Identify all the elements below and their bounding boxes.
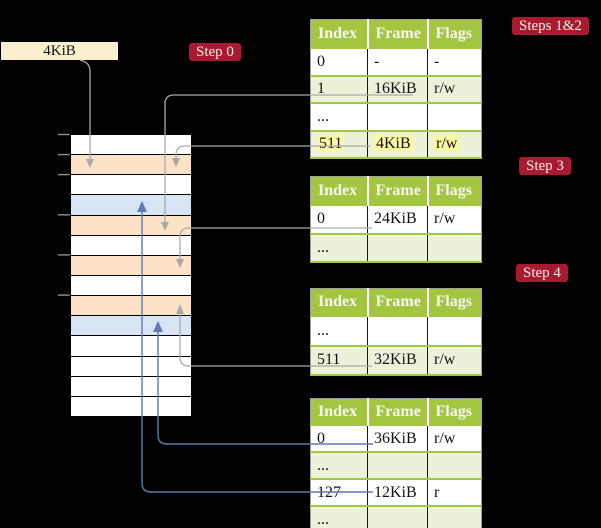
memory-frame-row-10-white: [71, 335, 191, 356]
cell-flags: r/w: [427, 344, 482, 376]
cell-frame: [367, 232, 428, 263]
cell-index: 511: [310, 129, 368, 159]
col-index: Index: [310, 19, 368, 48]
memory-frame-row-2-white: [71, 174, 191, 195]
cell-flags: r/w: [427, 424, 482, 452]
table-header-row: Index Frame Flags: [310, 176, 482, 205]
memory-frame-row-13-white: [71, 395, 191, 416]
col-frame: Frame: [366, 398, 428, 425]
cell-frame: 36KiB: [367, 424, 428, 452]
memory-frame-row-1-peach: [71, 154, 191, 175]
table-row: ...: [310, 451, 482, 479]
col-flags: Flags: [426, 176, 482, 205]
table-row: 1 16KiB r/w: [310, 74, 482, 103]
badge-step-4: Step 4: [516, 264, 568, 282]
cell-flags: [427, 102, 482, 131]
highlighted-value: r/w: [434, 135, 460, 153]
cell-flags: r/w: [427, 204, 482, 234]
cell-frame: 32KiB: [367, 344, 428, 376]
cell-frame: [367, 451, 428, 479]
page-table-step-4: Index Frame Flags ... 511 32KiB r/w: [310, 288, 482, 376]
memory-frame-row-4-peach: [71, 214, 191, 235]
memory-frame-row-5-white: [71, 234, 191, 255]
highlighted-value: 511: [317, 135, 345, 153]
badge-step-0: Step 0: [189, 43, 241, 61]
register-box: 4KiB: [1, 42, 118, 60]
cell-frame: -: [367, 47, 428, 76]
memory-frame-row-8-peach: [71, 295, 191, 316]
col-flags: Flags: [426, 19, 482, 48]
col-index: Index: [310, 288, 368, 316]
cell-index: ...: [310, 505, 368, 528]
col-flags: Flags: [426, 398, 482, 425]
table-row: 0 24KiB r/w: [310, 204, 482, 234]
table-row: 0 - -: [310, 47, 482, 76]
memory-frame-row-0-white: [71, 135, 191, 155]
col-frame: Frame: [366, 176, 428, 205]
badge-steps-1-2: Steps 1&2: [512, 17, 589, 35]
cell-frame: [367, 505, 428, 528]
table-row: ...: [310, 315, 482, 346]
memory-frame-row-12-white: [71, 375, 191, 396]
cell-flags: -: [427, 47, 482, 76]
cell-flags: r: [427, 478, 482, 506]
memory-frame-row-9-blue: [71, 315, 191, 336]
col-index: Index: [310, 176, 368, 205]
table-header-row: Index Frame Flags: [310, 398, 482, 425]
cell-index: 0: [310, 47, 368, 76]
badge-step-3: Step 3: [519, 157, 571, 175]
table-row: 0 36KiB r/w: [310, 424, 482, 452]
cell-index: 1: [310, 74, 368, 103]
table-header-row: Index Frame Flags: [310, 288, 482, 316]
cell-index: ...: [310, 232, 368, 263]
register-label: 4KiB: [43, 42, 76, 59]
cell-flags: r/w: [427, 129, 482, 159]
cell-frame: 12KiB: [367, 478, 428, 506]
table-row: 127 12KiB r: [310, 478, 482, 506]
cell-index: ...: [310, 451, 368, 479]
col-index: Index: [310, 398, 368, 425]
cell-frame: 16KiB: [367, 74, 428, 103]
page-table-leaf: Index Frame Flags 0 36KiB r/w ... 127 12…: [310, 398, 482, 528]
memory-frame-row-11-white: [71, 355, 191, 376]
cell-flags: [427, 315, 482, 346]
cell-index: ...: [310, 102, 368, 131]
page-table-steps-1-2: Index Frame Flags 0 - - 1 16KiB r/w ... …: [310, 19, 482, 159]
table-row: ...: [310, 102, 482, 131]
memory-frame-row-7-white: [71, 274, 191, 296]
cell-index: 0: [310, 204, 368, 234]
cell-flags: r/w: [427, 74, 482, 103]
col-frame: Frame: [366, 19, 428, 48]
cell-frame: [367, 315, 428, 346]
memory-frame-row-6-peach: [71, 254, 191, 275]
cell-frame: 24KiB: [367, 204, 428, 234]
cell-frame: 4KiB: [367, 129, 428, 159]
table-row: ...: [310, 232, 482, 263]
cell-flags: [427, 451, 482, 479]
table-row: 511 32KiB r/w: [310, 344, 482, 376]
col-frame: Frame: [366, 288, 428, 316]
cell-index: ...: [310, 315, 368, 346]
cell-index: 511: [310, 344, 368, 376]
cell-flags: [427, 232, 482, 263]
cell-frame: [367, 102, 428, 131]
table-header-row: Index Frame Flags: [310, 19, 482, 48]
cell-flags: [427, 505, 482, 528]
memory-column: [70, 134, 192, 417]
cell-index: 127: [310, 478, 368, 506]
page-table-step-3: Index Frame Flags 0 24KiB r/w ...: [310, 176, 482, 263]
highlighted-value: 4KiB: [374, 135, 413, 153]
col-flags: Flags: [426, 288, 482, 316]
cell-index: 0: [310, 424, 368, 452]
memory-frame-row-3-blue: [71, 194, 191, 215]
table-row-highlighted: 511 4KiB r/w: [310, 129, 482, 159]
table-row: ...: [310, 505, 482, 528]
